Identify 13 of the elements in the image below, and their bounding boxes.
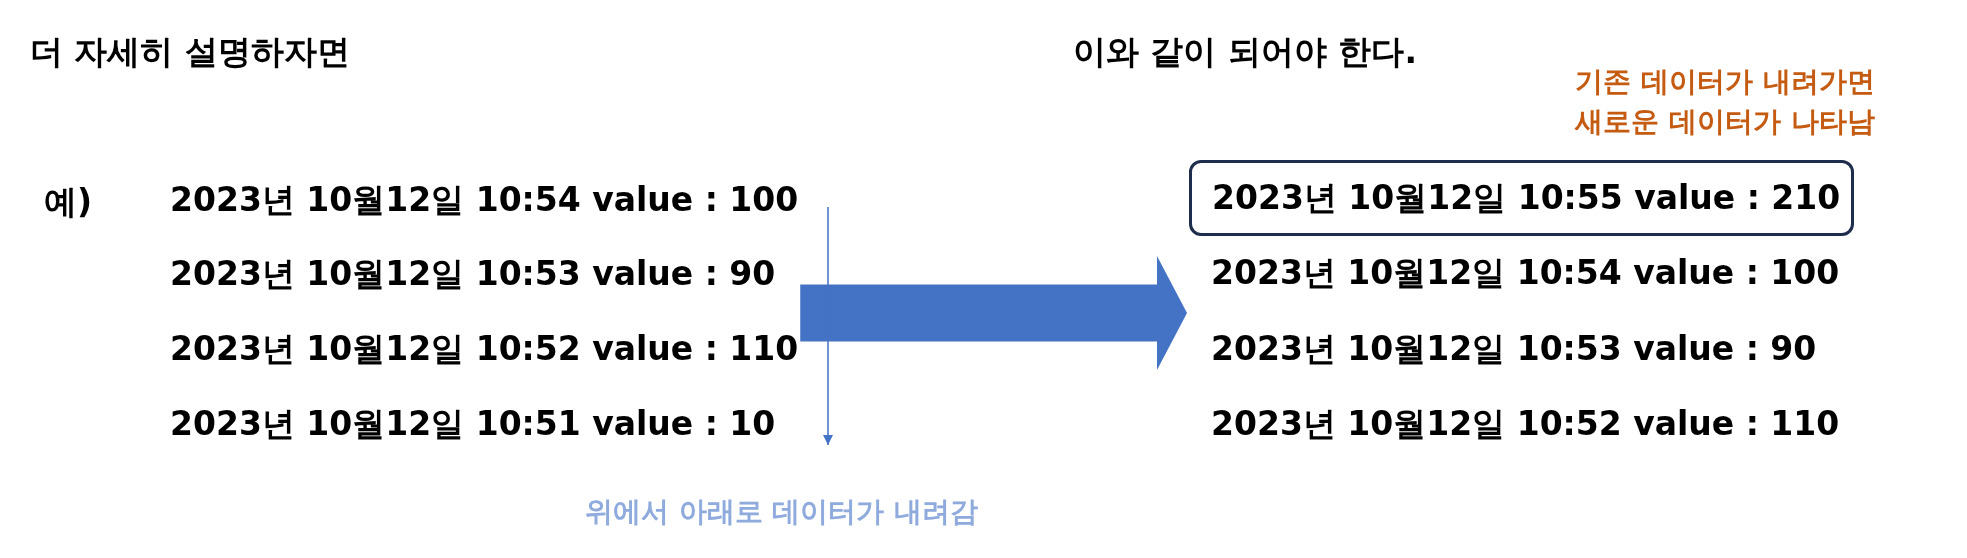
heading: 더 자세히 설명하자면 [30, 31, 350, 73]
record-text: 2023년 10월12일 10:54 value : 100 [170, 180, 799, 220]
annotation-text: 기존 데이터가 내려가면 새로운 데이터가 나타남 [1573, 64, 1876, 140]
record-text: 2023년 10월12일 10:52 value : 110 [1211, 404, 1840, 444]
record-text: 2023년 10월12일 10:53 value : 90 [1211, 329, 1817, 369]
record-text: 2023년 10월12일 10:54 value : 100 [1211, 253, 1840, 293]
annotation-text: 위에서 아래로 데이터가 내려감 [585, 494, 979, 530]
record-text: 2023년 10월12일 10:53 value : 90 [170, 254, 776, 294]
record-text: 2023년 10월12일 10:51 value : 10 [170, 404, 776, 444]
example-label: 예) [44, 181, 93, 223]
record-box: 2023년 10월12일 10:55 value : 210 [1189, 160, 1854, 236]
heading: 이와 같이 되어야 한다. [1073, 31, 1417, 73]
record-text: 2023년 10월12일 10:52 value : 110 [170, 329, 799, 369]
